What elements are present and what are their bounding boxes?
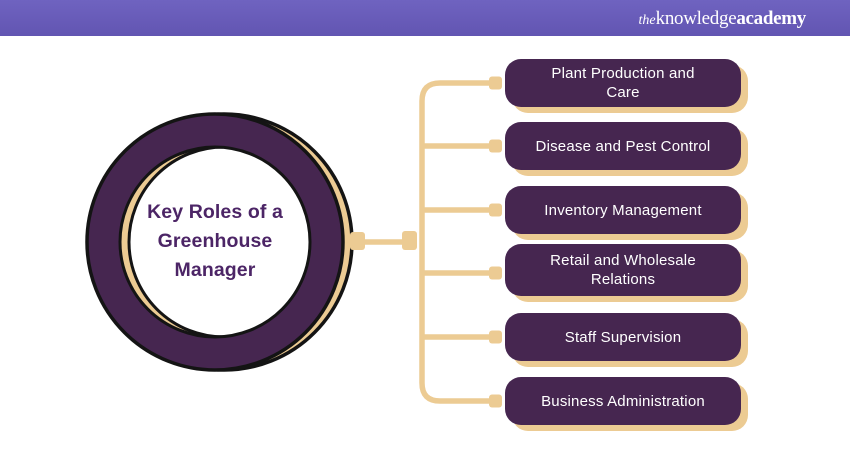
header-bar: theknowledgeacademy bbox=[0, 0, 850, 36]
role-box-inventory-management: Inventory Management bbox=[505, 186, 741, 234]
role-label: Retail and Wholesale Relations bbox=[550, 252, 696, 288]
role-label: Disease and Pest Control bbox=[535, 137, 711, 155]
connector-trunk bbox=[419, 80, 492, 404]
connector-branches bbox=[422, 143, 492, 340]
role-box-plant-production: Plant Production and Care bbox=[505, 59, 741, 107]
title-line-3: Manager bbox=[174, 259, 256, 281]
purple-main-ring bbox=[85, 112, 345, 372]
role-box-retail-wholesale: Retail and Wholesale Relations bbox=[505, 244, 741, 296]
diagram-title: Key Roles of a Greenhouse Manager bbox=[125, 198, 305, 285]
role-box-staff-supervision: Staff Supervision bbox=[505, 313, 741, 361]
logo-knowledge: knowledge bbox=[655, 7, 737, 29]
role-label: Staff Supervision bbox=[564, 328, 682, 346]
role-label: Business Administration bbox=[541, 392, 705, 410]
title-line-2: Greenhouse bbox=[157, 230, 273, 252]
role-box-business-administration: Business Administration bbox=[505, 377, 741, 425]
role-box-disease-pest-control: Disease and Pest Control bbox=[505, 122, 741, 170]
connector-stem bbox=[350, 231, 417, 250]
knowledge-academy-logo: theknowledgeacademy bbox=[638, 7, 807, 29]
role-label: Plant Production and Care bbox=[551, 65, 695, 101]
title-line-1: Key Roles of a bbox=[147, 201, 283, 223]
logo-academy: academy bbox=[736, 7, 806, 29]
connector-nodes bbox=[489, 76, 502, 408]
logo-the: the bbox=[638, 12, 656, 28]
role-label: Inventory Management bbox=[544, 201, 702, 219]
